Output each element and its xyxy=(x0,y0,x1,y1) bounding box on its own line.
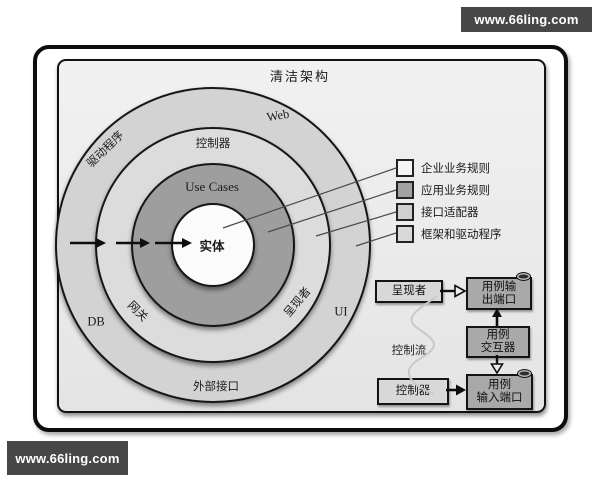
control-flow-label: 控制流 xyxy=(391,345,427,357)
input-port-label-line2: 输入端口 xyxy=(476,392,523,404)
controller-box: 控制器 xyxy=(377,378,449,405)
use-case-input-port-box: 用例 输入端口 xyxy=(466,374,533,410)
input-port-label-line1: 用例 xyxy=(488,379,511,391)
legend-item-interface-adapters: 接口适配器 xyxy=(396,201,546,223)
legend-item-frameworks-drivers: 框架和驱动程序 xyxy=(396,223,546,245)
presenter-box: 呈现者 xyxy=(375,280,443,303)
ring-label-ui: UI xyxy=(334,304,348,319)
legend-item-application-rules: 应用业务规则 xyxy=(396,179,546,201)
legend: 企业业务规则 应用业务规则 接口适配器 框架和驱动程序 xyxy=(396,157,546,245)
legend-swatch-icon xyxy=(396,159,414,177)
use-case-interactor-box: 用例 交互器 xyxy=(466,326,530,358)
presenter-box-label: 呈现者 xyxy=(391,285,427,297)
top-watermark: www.66ling.com xyxy=(461,7,592,32)
ring-label-db: DB xyxy=(87,314,105,329)
interactor-label-line1: 用例 xyxy=(486,329,510,341)
ring-label-external-interfaces: 外部接口 xyxy=(193,381,239,393)
use-case-output-port-box: 用例输 出端口 xyxy=(466,277,532,310)
legend-label: 企业业务规则 xyxy=(421,163,490,175)
output-port-label-line2: 出端口 xyxy=(481,293,517,306)
ring-label-use-cases: Use Cases xyxy=(185,179,239,194)
legend-label: 框架和驱动程序 xyxy=(421,229,502,241)
legend-label: 接口适配器 xyxy=(421,207,479,219)
interface-marker-icon xyxy=(516,272,531,281)
output-port-label-line1: 用例输 xyxy=(481,280,517,293)
legend-label: 应用业务规则 xyxy=(421,185,490,197)
legend-swatch-icon xyxy=(396,225,414,243)
interactor-label-line2: 交互器 xyxy=(480,342,516,354)
legend-item-enterprise-rules: 企业业务规则 xyxy=(396,157,546,179)
ring-label-entity: 实体 xyxy=(199,239,225,254)
interface-marker-icon xyxy=(517,369,532,378)
legend-swatch-icon xyxy=(396,203,414,221)
controller-box-label: 控制器 xyxy=(395,385,431,397)
legend-swatch-icon xyxy=(396,181,414,199)
ring-label-controller: 控制器 xyxy=(195,138,231,150)
bottom-watermark: www.66ling.com xyxy=(7,441,128,475)
diagram-title: 清洁架构 xyxy=(269,69,330,84)
